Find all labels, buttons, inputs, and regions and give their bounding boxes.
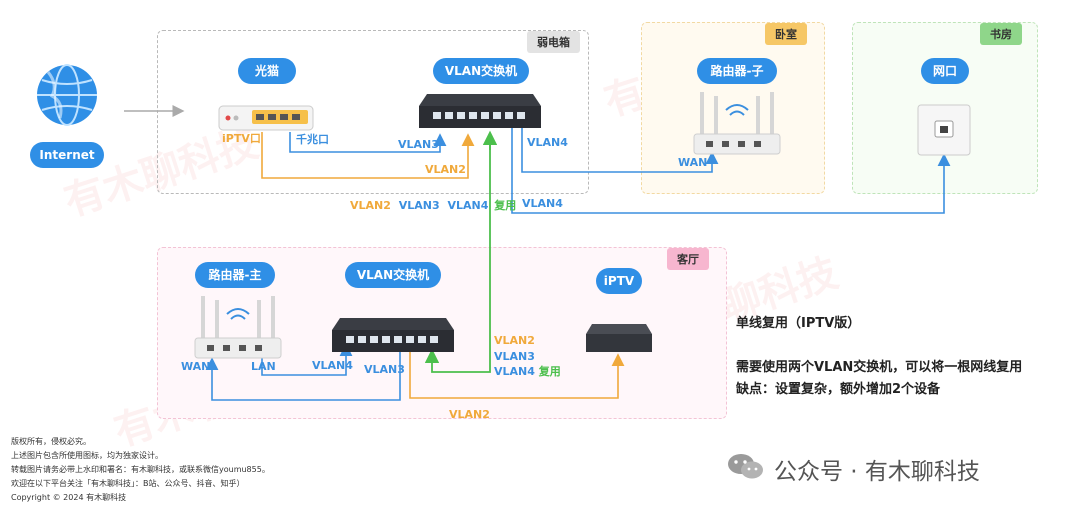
study-tag: 书房 [980,23,1022,45]
footer-line: 欢迎在以下平台关注「有木聊科技」：B站、公众号、抖音、知乎） [11,479,245,488]
router-sub-device [693,92,781,155]
brand-text: 公众号 · 有木聊科技 [774,459,980,485]
iptv-box-device [586,324,652,352]
trunk-label-bottom: VLAN2 VLAN3 VLAN4 复用 [494,333,561,380]
vlan2-bottom-label: VLAN2 [449,408,490,421]
router-main-device [194,296,282,359]
router-main-pill: 路由器-主 [195,262,275,288]
switch-top-pill: VLAN交换机 [433,58,529,84]
note-title: 单线复用（IPTV版） [736,316,861,331]
vlan4-label-a: VLAN4 [527,136,568,149]
living-tag: 客厅 [667,248,709,270]
weak-box-tag: 弱电箱 [527,31,580,53]
wan-main-label: WAN [181,360,211,373]
trunk2-vlan3: VLAN3 [494,349,535,363]
trunk-vlan4: VLAN4 [447,199,489,212]
note-line-1: 需要使用两个VLAN交换机，可以将一根网线复用 [736,360,1023,375]
note-line-2: 缺点：设置复杂，额外增加2个设备 [736,382,941,397]
wan-sub-label: WAN [678,156,708,169]
wall-port-icon [917,104,971,156]
trunk2-vlan4: VLAN4 [494,365,535,378]
trunk2-reuse: 复用 [538,365,561,378]
vlan4-label-c: VLAN4 [312,359,353,372]
switch-bottom-pill: VLAN交换机 [345,262,441,288]
vlan3-label-c: VLAN3 [364,363,405,376]
modem-device [218,105,314,131]
trunk2-vlan2: VLAN2 [494,334,535,347]
lan-main-label: LAN [251,360,276,373]
internet-pill: Internet [30,142,104,168]
footer-line: 上述图片包含所使用图标，均为独家设计。 [11,451,163,460]
wechat-icon [728,454,763,479]
iptv-port-label: iPTV口 [222,132,261,145]
vlan-switch-bottom [332,318,454,352]
bedroom-zone [641,22,825,194]
trunk-reuse: 复用 [494,199,517,212]
vlan-switch-top [419,94,541,128]
footer-line: 转载图片请务必带上水印和署名：有木聊科技，或联系微信youmu855。 [11,465,270,474]
trunk-label-top: VLAN2 VLAN3 VLAN4 复用 [350,197,516,213]
gigabit-port-label: 千兆口 [296,133,329,146]
footer-line: 版权所有，侵权必究。 [11,437,91,446]
router-sub-pill: 路由器-子 [697,58,777,84]
iptv-pill: iPTV [596,268,642,294]
vlan4-label-b: VLAN4 [522,197,563,210]
vlan3-label-a: VLAN3 [398,138,439,151]
bedroom-tag: 卧室 [765,23,807,45]
weak-box-zone [157,30,589,194]
vlan2-label-a: VLAN2 [425,163,466,176]
trunk-vlan3: VLAN3 [398,199,440,212]
globe-icon [37,64,97,126]
footer-line: Copyright © 2024 有木聊科技 [11,493,127,502]
modem-pill: 光猫 [238,58,296,84]
trunk-vlan2: VLAN2 [350,199,391,212]
wall-port-pill: 网口 [921,58,969,84]
